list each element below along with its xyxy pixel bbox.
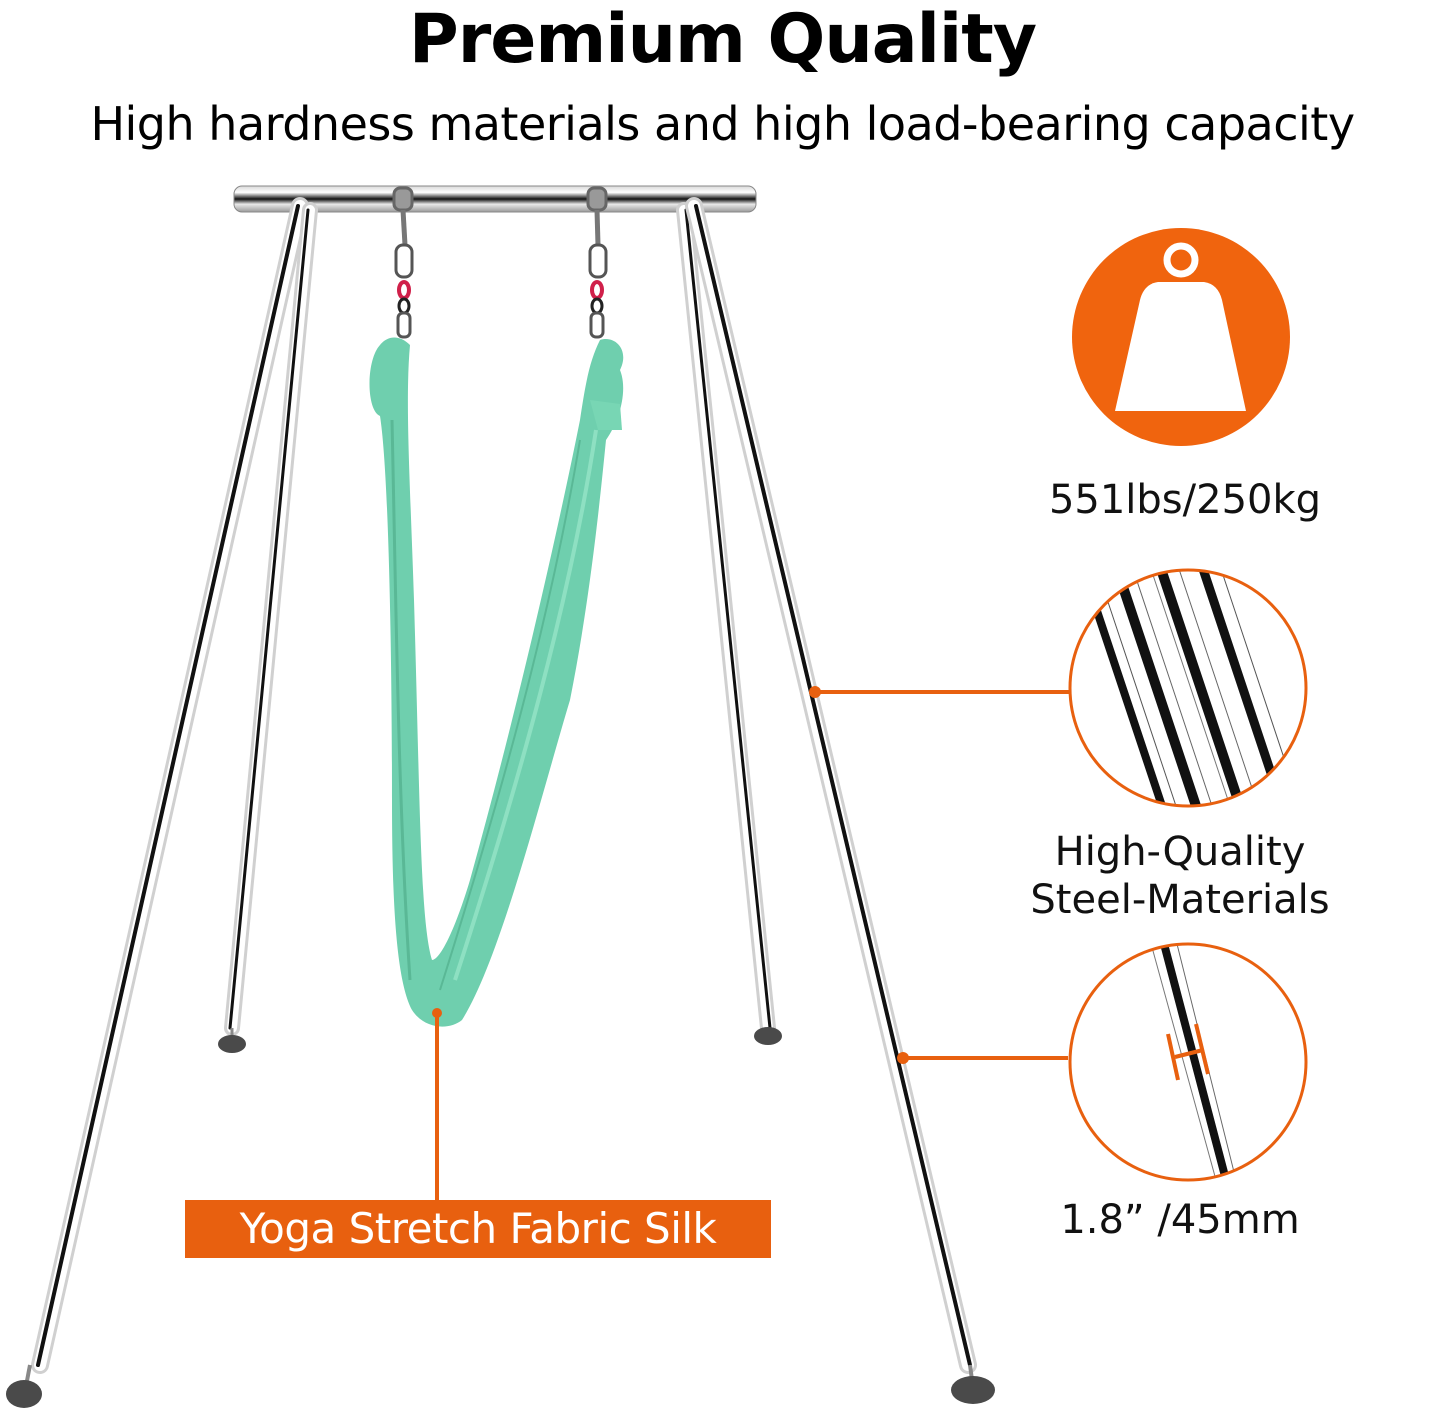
tube-diameter-icon	[1068, 942, 1308, 1182]
tube-diameter-label: 1.8” /45mm	[1060, 1197, 1300, 1243]
steel-callout-connector	[809, 686, 1070, 698]
steel-material-label: High-Quality Steel-Materials	[990, 828, 1370, 924]
page-title: Premium Quality	[408, 0, 1037, 79]
steel-material-label-line1: High-Quality	[1054, 829, 1306, 875]
weight-capacity-label: 551lbs/250kg	[1048, 477, 1322, 523]
yoga-silk-hammock	[369, 337, 624, 1027]
steel-material-label-line2: Steel-Materials	[1030, 877, 1330, 923]
silk-callout-label: Yoga Stretch Fabric Silk	[185, 1200, 771, 1258]
frame-top-bar	[233, 185, 757, 213]
diameter-callout-connector	[897, 1052, 1068, 1064]
weight-icon	[1072, 228, 1290, 446]
silk-callout-connector	[432, 1008, 442, 1201]
steel-tubes-closeup-icon	[1068, 568, 1308, 808]
carabiners	[392, 186, 608, 339]
frame-feet	[6, 1027, 995, 1408]
page-subtitle: High hardness materials and high load-be…	[90, 97, 1355, 151]
frame-legs	[31, 197, 977, 1374]
